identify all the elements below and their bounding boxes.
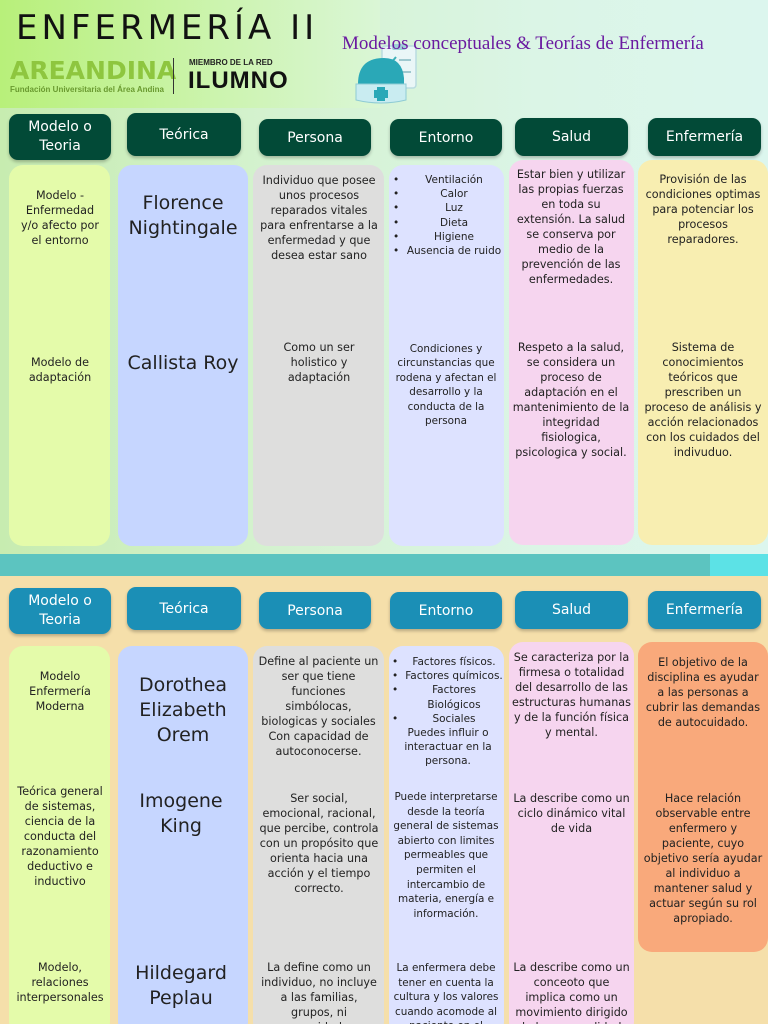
row3-enfermeria: El objetivo de la disciplina es ayudar a…	[645, 656, 761, 729]
list-item: Ventilación	[393, 173, 503, 187]
column2-persona	[253, 646, 384, 1024]
row2-enfermeria: Sistema de conocimientos teóricos que pr…	[644, 341, 762, 459]
page-title: ENFERMERÍA II	[16, 8, 319, 48]
header2-salud: Salud	[515, 591, 628, 629]
list-item: Calor	[393, 187, 503, 201]
header-enfermeria: Enfermería	[648, 118, 761, 156]
column2-modelo	[9, 646, 110, 1024]
header-entorno: Entorno	[390, 119, 502, 156]
row5-persona: La define como un individuo, no incluye …	[261, 961, 377, 1024]
row4-modelo: Teórica general de sistemas, ciencia de …	[17, 785, 103, 888]
list-item: Factores físicos.	[392, 655, 504, 669]
row3-entorno-list: Factores físicos. Factores químicos. Fac…	[392, 655, 504, 769]
column2-enfermeria	[638, 642, 768, 952]
list-item: Sociales	[392, 712, 504, 726]
row4-persona: Ser social, emocional, racional, que per…	[259, 792, 379, 895]
row5-entorno: La enfermera debe tener en cuenta la cul…	[393, 962, 499, 1024]
header-persona: Persona	[259, 119, 371, 156]
header-salud: Salud	[515, 118, 628, 156]
row2-salud: Respeto a la salud, se considera un proc…	[512, 341, 630, 459]
row4-salud: La describe como un ciclo dinámico vital…	[513, 792, 630, 835]
row1-teorica: Florence Nightingale	[128, 192, 238, 239]
row3-persona: Define al paciente un ser que tiene func…	[258, 655, 379, 758]
column2-salud	[509, 642, 634, 1024]
areandina-logo: AREANDINA	[10, 56, 177, 85]
row4-teorica: Imogene King	[139, 790, 223, 837]
row1-entorno-list: Ventilación Calor Luz Dieta Higiene Ause…	[393, 173, 503, 258]
column-teorica	[118, 165, 248, 546]
page-subtitle: Modelos conceptuales & Teorías de Enferm…	[342, 33, 704, 54]
row3-salud: Se caracteriza por la firmesa o totalida…	[512, 651, 631, 739]
column2-teorica	[118, 646, 248, 1024]
header2-enfermeria: Enfermería	[648, 591, 761, 629]
header2-modelo-o-teoria: Modelo o Teoria	[9, 588, 111, 634]
row4-enfermeria: Hace relación observable entre enfermero…	[643, 792, 763, 925]
row5-salud: La describe como un conceoto que implica…	[513, 961, 630, 1024]
network-label: MIEMBRO DE LA RED	[189, 58, 273, 67]
row1-salud: Estar bien y utilizar las propias fuerza…	[516, 168, 626, 286]
header2-entorno: Entorno	[390, 592, 502, 629]
nurse-cap-clipboard-icon	[355, 44, 417, 104]
column-persona	[253, 165, 384, 546]
row2-modelo: Modelo de adaptación	[28, 356, 92, 384]
list-item: Puedes influir o interactuar en la perso…	[404, 727, 492, 768]
header-modelo-o-teoria: Modelo o Teoria	[9, 114, 111, 160]
row4-entorno: Puede interpretarse desde la teoría gene…	[393, 791, 499, 920]
row2-persona: Como un ser holistico y adaptación	[283, 341, 355, 384]
row5-modelo: Modelo, relaciones interpersonales	[16, 961, 104, 1004]
ilumno-logo: ILUMNO	[188, 67, 289, 94]
column-enfermeria	[638, 160, 768, 545]
header2-teorica: Teórica	[127, 587, 241, 630]
header-teorica: Teórica	[127, 113, 241, 156]
row3-modelo: Modelo Enfermería Moderna	[29, 670, 91, 713]
section-divider	[0, 554, 768, 576]
list-item: Dieta	[393, 216, 503, 230]
list-item: Factores Biológicos	[392, 683, 504, 711]
column-modelo	[9, 165, 110, 546]
logo-separator	[173, 58, 174, 94]
header-background	[0, 0, 380, 108]
row1-enfermeria: Provisión de las condiciones optimas par…	[645, 173, 761, 246]
row1-modelo: Modelo - Enfermedad y/o afecto por el en…	[21, 189, 99, 247]
row2-teorica: Callista Roy	[127, 352, 239, 374]
areandina-tagline: Fundación Universitaria del Área Andina	[10, 85, 164, 94]
divider-accent	[710, 554, 768, 576]
column-salud	[509, 160, 634, 545]
row5-teorica: Hildegard Peplau	[135, 962, 227, 1009]
header2-persona: Persona	[259, 592, 371, 629]
list-item: Factores químicos.	[392, 669, 504, 683]
row2-entorno: Condiciones y circunstancias que rodena …	[395, 343, 497, 428]
row3-teorica: Dorothea Elizabeth Orem	[138, 674, 228, 746]
list-item: Luz	[393, 201, 503, 215]
row1-persona: Individuo que posee unos procesos repara…	[260, 174, 378, 262]
list-item: Ausencia de ruido	[393, 244, 503, 258]
list-item: Higiene	[393, 230, 503, 244]
